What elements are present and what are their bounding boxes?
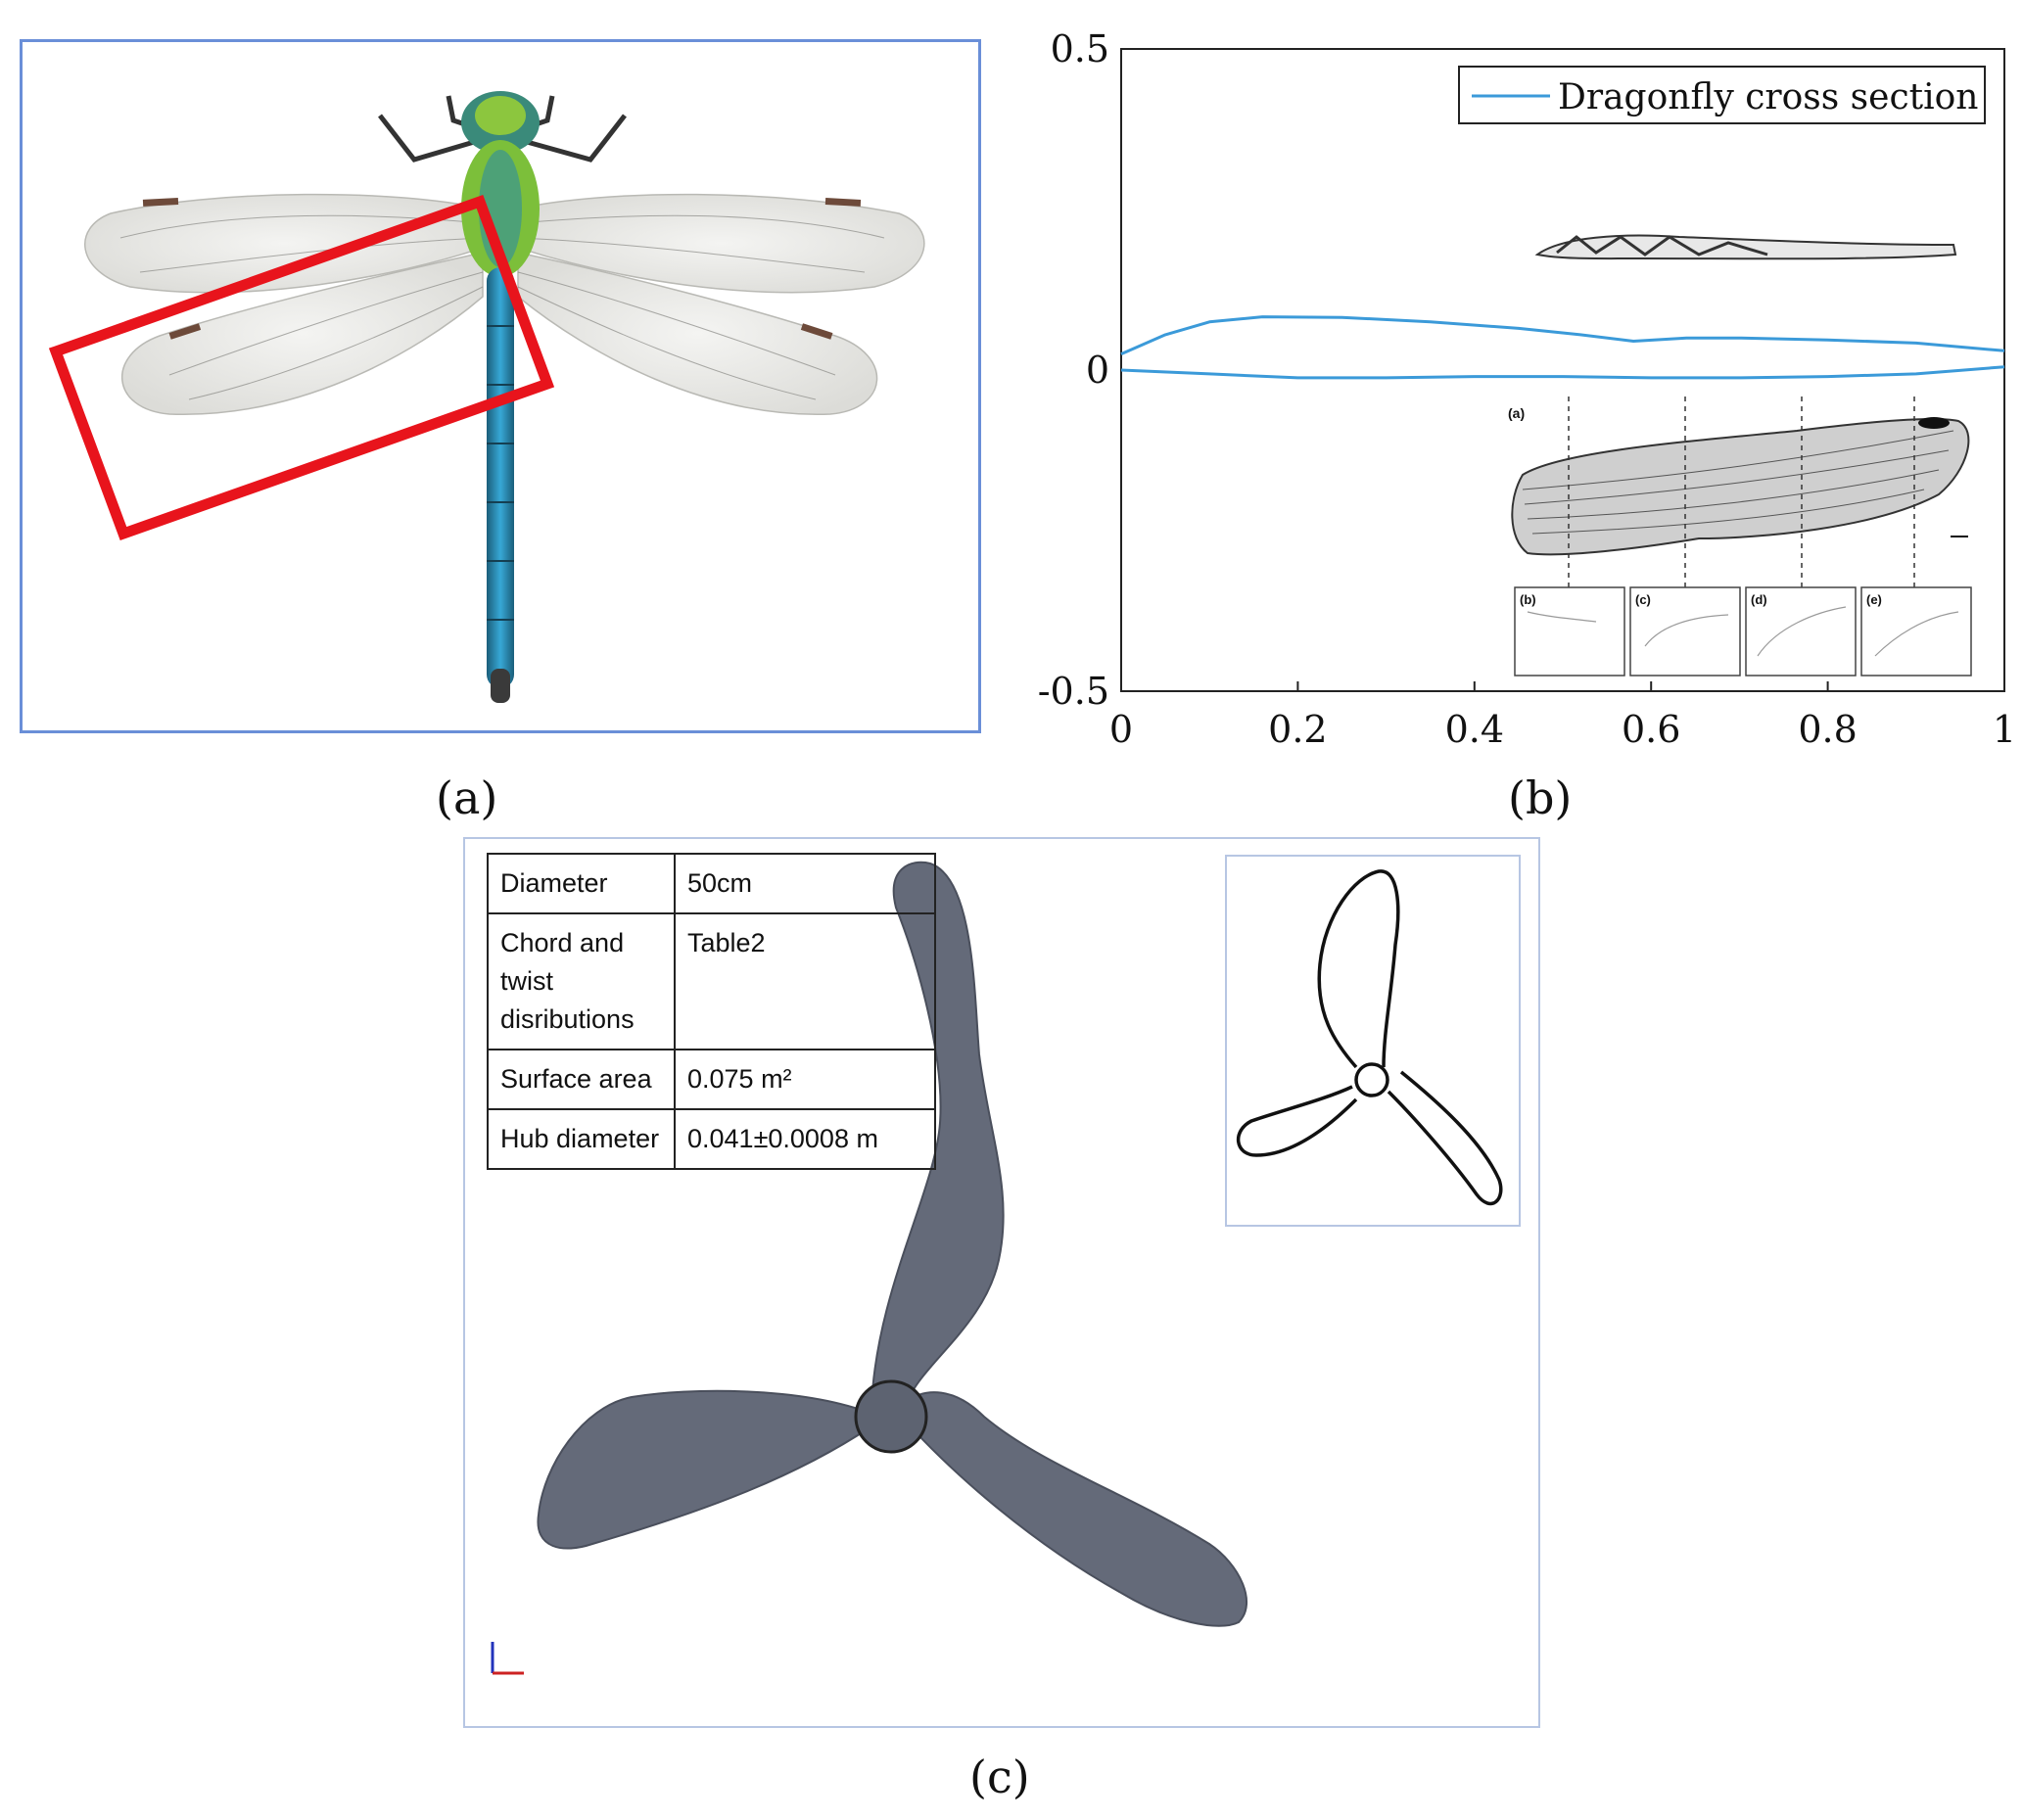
spec-value: Table2 (674, 912, 936, 1050)
spec-key: Diameter (487, 853, 676, 914)
blade-left (537, 1389, 873, 1550)
x-tick-label: 0.4 (1445, 708, 1504, 751)
y-tick-label: -0.5 (1038, 670, 1109, 713)
caption-a: (a) (436, 771, 498, 824)
propeller-render (491, 861, 1248, 1675)
wing-left-lower (121, 252, 484, 415)
caption-c: (c) (969, 1750, 1030, 1803)
cross-section-sketch (1534, 234, 1957, 260)
dragonfly-illustration (48, 91, 925, 703)
spec-key: Hub diameter (487, 1108, 676, 1170)
axis-triad-icon (491, 1642, 524, 1675)
x-tick-label: 0.2 (1268, 708, 1327, 751)
chart-legend: Dragonfly cross section (1458, 66, 1986, 124)
svg-text:(c): (c) (1635, 592, 1651, 607)
caption-b: (b) (1508, 771, 1573, 824)
spec-key: Surface area (487, 1049, 676, 1110)
propeller-outline-sketch (1236, 869, 1503, 1206)
highlight-box (48, 195, 555, 540)
dragonfly-abdomen (487, 267, 514, 688)
svg-text:(e): (e) (1866, 592, 1882, 607)
wing-right-lower (517, 252, 878, 415)
wing-right-upper (517, 193, 925, 294)
x-tick-label: 0 (1109, 708, 1133, 751)
y-tick-label: 0 (1086, 349, 1109, 392)
wing-planform-inset: (a) (b) (1508, 397, 1972, 677)
x-tick-label: 0.6 (1622, 708, 1680, 751)
propeller-hub (854, 1379, 928, 1454)
x-tick-label: 1 (1993, 708, 2016, 751)
svg-text:(a): (a) (1508, 405, 1525, 421)
x-tick-label: 0.8 (1798, 708, 1857, 751)
series-line-lower (1120, 365, 2005, 380)
dragonfly-photo-panel (20, 39, 981, 733)
spec-key: Chord and twist disributions (487, 912, 676, 1050)
series-line-upper (1120, 315, 2005, 355)
spec-value: 0.075 m² (674, 1049, 936, 1110)
propeller-blades (537, 861, 1248, 1627)
svg-text:(d): (d) (1751, 592, 1767, 607)
blade-right (905, 1391, 1248, 1627)
propeller-sketch-inset (1225, 855, 1521, 1227)
spec-value: 0.041±0.0008 m (674, 1108, 936, 1170)
svg-text:(b): (b) (1520, 592, 1536, 607)
legend-label: Dragonfly cross section (1558, 77, 1978, 117)
y-tick-label: 0.5 (1051, 27, 1109, 70)
wing-left-upper (84, 193, 484, 294)
spec-value: 50cm (674, 853, 936, 914)
